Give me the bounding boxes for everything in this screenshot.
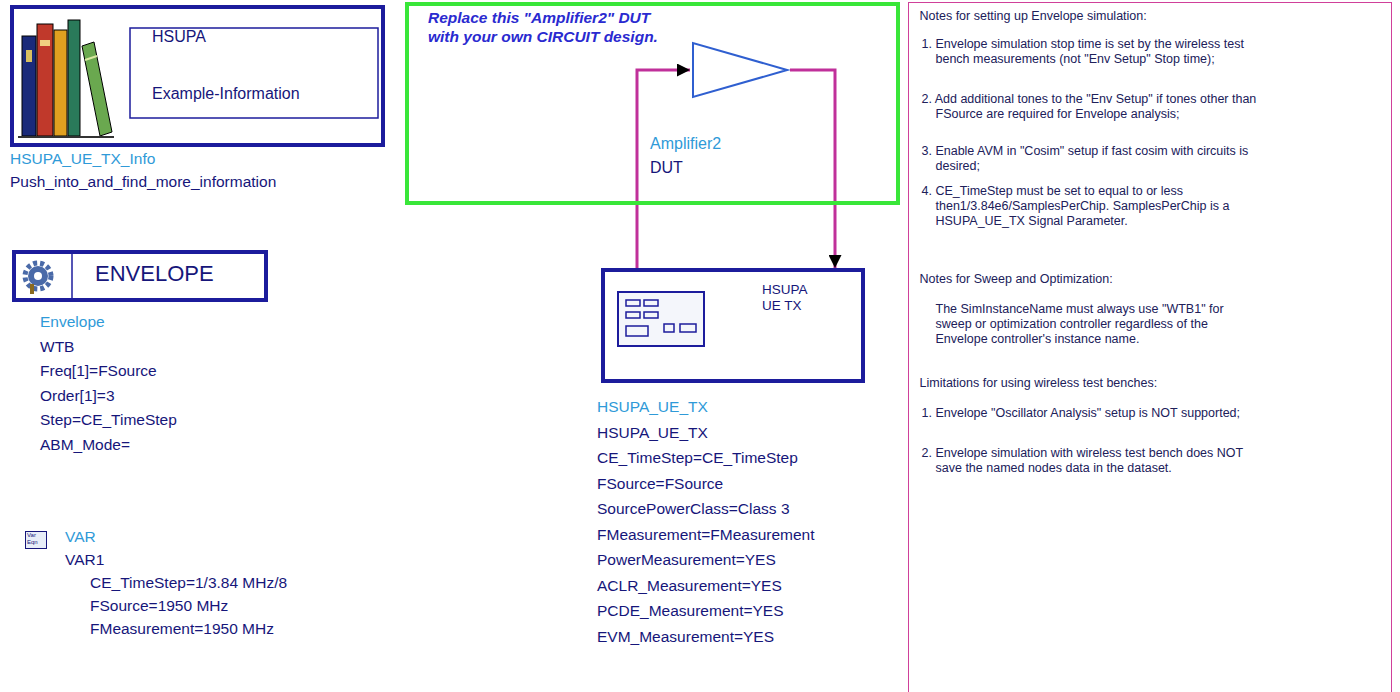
note-paragraph: The SimInstanceName must always use "WTB… [936, 302, 1256, 347]
note-item: 4. CE_TimeStep must be set to equal to o… [922, 184, 1266, 229]
parameter-text: Step=CE_TimeStep [40, 411, 177, 430]
note-item: 3. Enable AVM in "Cosim" setup if fast c… [922, 144, 1266, 174]
notes-heading: Notes for Sweep and Optimization: [920, 272, 1360, 287]
note-item: 1. Envelope simulation stop time is set … [922, 37, 1266, 67]
info-inner-frame [130, 28, 378, 118]
parameter-text: ABM_Mode= [40, 436, 130, 455]
note-item: 2. Add additional tones to the "Env Setu… [922, 92, 1266, 122]
instrument-icon [618, 292, 704, 346]
instance-type: DUT [650, 158, 683, 177]
instance-type: VAR [65, 528, 96, 547]
signal-wire [790, 70, 835, 268]
amplifier-outline [693, 43, 787, 97]
amplifier-triangle [690, 40, 790, 100]
parameter-text: PowerMeasurement=YES [597, 551, 776, 570]
instance-type: Envelope [40, 313, 105, 332]
var-icon: Var EqnVARVAR1CE_TimeStep=1/3.84 MHz/8FS… [25, 531, 47, 549]
box-title: HSUPA [152, 27, 206, 46]
instance-name: HSUPA_UE_TX_Info [10, 150, 155, 169]
parameter-text: PCDE_Measurement=YES [597, 602, 784, 621]
notes-heading: Limitations for using wireless test benc… [920, 376, 1360, 391]
instance-type: HSUPA_UE_TX [597, 398, 708, 417]
note-item: 2. Envelope simulation with wireless tes… [922, 446, 1266, 476]
parameter-text: CE_TimeStep=1/3.84 MHz/8 [90, 574, 287, 593]
box-title: HSUPA UE TX [762, 282, 820, 314]
amplifier-symbol: Amplifier2DUT [690, 40, 790, 100]
parameter-text: HSUPA_UE_TX [597, 424, 708, 443]
icon-label: Var Eqn [27, 532, 43, 545]
parameter-text: SourcePowerClass=Class 3 [597, 500, 790, 519]
instance-name: Amplifier2 [650, 134, 721, 153]
parameter-text: CE_TimeStep=CE_TimeStep [597, 449, 798, 468]
info-box: HSUPAExample-InformationHSUPA_UE_TX_Info… [10, 5, 385, 147]
parameter-text: FMeasurement=1950 MHz [90, 620, 274, 639]
parameter-text: ACLR_Measurement=YES [597, 577, 782, 596]
box-subtitle: Example-Information [152, 84, 300, 103]
dut-frame: Amplifier2DUTReplace this "Amplifier2" D… [405, 2, 900, 205]
instance-note: Push_into_and_find_more_information [10, 173, 276, 192]
controller-title: ENVELOPE [95, 261, 214, 287]
controller-divider [71, 254, 73, 298]
parameter-text: FSource=FSource [597, 475, 723, 494]
books-icon [18, 20, 114, 137]
note-item: 1. Envelope "Oscillator Analysis" setup … [922, 406, 1266, 421]
parameter-text: FSource=1950 MHz [90, 597, 228, 616]
parameter-text: FMeasurement=FMeasurement [597, 526, 815, 545]
var-icon-ground [25, 531, 47, 549]
signal-wire [637, 70, 690, 268]
controller-box: ENVELOPEEnvelopeWTBFreq[1]=FSourceOrder[… [12, 250, 268, 302]
test-bench-box: HSUPA UE TXHSUPA_UE_TXHSUPA_UE_TXCE_Time… [601, 268, 865, 383]
parameter-text: WTB [40, 338, 74, 357]
parameter-text: Freq[1]=FSource [40, 362, 157, 381]
gear-icon [25, 263, 51, 294]
parameter-text: EVM_Measurement=YES [597, 628, 774, 647]
parameter-text: Order[1]=3 [40, 387, 115, 406]
notes-panel: Notes for setting up Envelope simulation… [908, 2, 1392, 692]
instance-name: VAR1 [65, 551, 104, 570]
instruction-text: Replace this "Amplifier2" DUT with your … [428, 9, 673, 46]
notes-heading: Notes for setting up Envelope simulation… [920, 9, 1360, 24]
